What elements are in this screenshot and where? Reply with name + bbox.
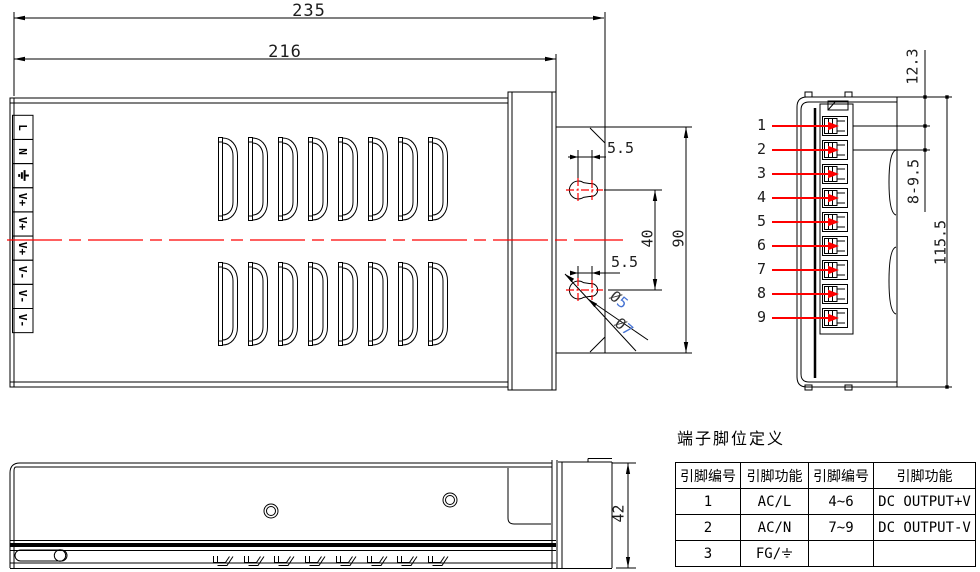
pin-number-7: 7 [756, 260, 766, 278]
terminal-label-6: V+ [16, 241, 30, 255]
dim-hole-offset-bottom: 5.5 [611, 253, 639, 271]
pin-number-3: 3 [756, 164, 766, 182]
pin-number-1: 1 [756, 116, 766, 134]
vent-slots [218, 137, 448, 346]
dim-body-length: 216 [268, 42, 302, 62]
pin-table-title: 端子脚位定义 [677, 429, 786, 448]
pin-callout-arrows [772, 121, 839, 323]
side-view-drawing [9, 458, 636, 569]
terminal-label-7: V- [16, 265, 30, 279]
earth-ground-icon [782, 547, 793, 558]
table-row: 2 AC/N 7~9 DC OUTPUT-V [675, 514, 976, 541]
table-row: 1 AC/L 4~6 DC OUTPUT+V [675, 488, 976, 515]
earth-ground-icon [18, 170, 30, 182]
dim-pin-pitch: 8-9.5 [904, 158, 923, 205]
top-view-drawing [9, 12, 692, 391]
dim-overall-length: 235 [292, 1, 326, 21]
pin-number-9: 9 [756, 308, 766, 326]
input-terminal-strip [12, 114, 34, 334]
terminal-label-4: V+ [16, 193, 30, 207]
pin-number-6: 6 [756, 236, 766, 254]
dim-top-to-pin1: 12.3 [903, 48, 922, 85]
terminal-label-8: V- [16, 289, 30, 304]
terminal-label-9: V- [16, 313, 30, 328]
dimension-ticks [923, 95, 949, 389]
col-header-pin-no-2: 引脚编号 [808, 462, 874, 489]
table-header-row: 引脚编号 引脚功能 引脚编号 引脚功能 [675, 462, 976, 489]
pin-number-8: 8 [756, 284, 766, 302]
pin-number-5: 5 [756, 212, 766, 230]
dim-side-view-height: 42 [609, 504, 628, 523]
col-header-pin-no-1: 引脚编号 [675, 462, 741, 489]
end-view-drawing [796, 50, 952, 391]
terminal-label-5: V+ [16, 217, 30, 231]
pin-number-4: 4 [756, 188, 766, 206]
dim-bracket-width: 90 [669, 229, 688, 248]
terminal-label-1: L [16, 124, 30, 131]
terminal-label-2: N [16, 148, 30, 155]
bottom-vent-slots [213, 556, 449, 566]
pin-number-2: 2 [756, 140, 766, 158]
dim-hole-spacing: 40 [638, 229, 657, 248]
terminal-label-3 [13, 164, 34, 188]
dimension-arrowheads [14, 15, 689, 353]
dim-end-view-height: 115.5 [931, 219, 950, 266]
col-header-pin-func-1: 引脚功能 [740, 462, 809, 489]
col-header-pin-func-2: 引脚功能 [873, 462, 976, 489]
red-centerlines [7, 178, 623, 302]
keyhole-slot-upper [568, 180, 599, 200]
pin-definition-table: 引脚编号 引脚功能 引脚编号 引脚功能 1 AC/L 4~6 DC OUTPUT… [675, 462, 976, 567]
dim-hole-offset-top: 5.5 [607, 139, 635, 157]
table-row: 3 FG/ [675, 540, 976, 567]
